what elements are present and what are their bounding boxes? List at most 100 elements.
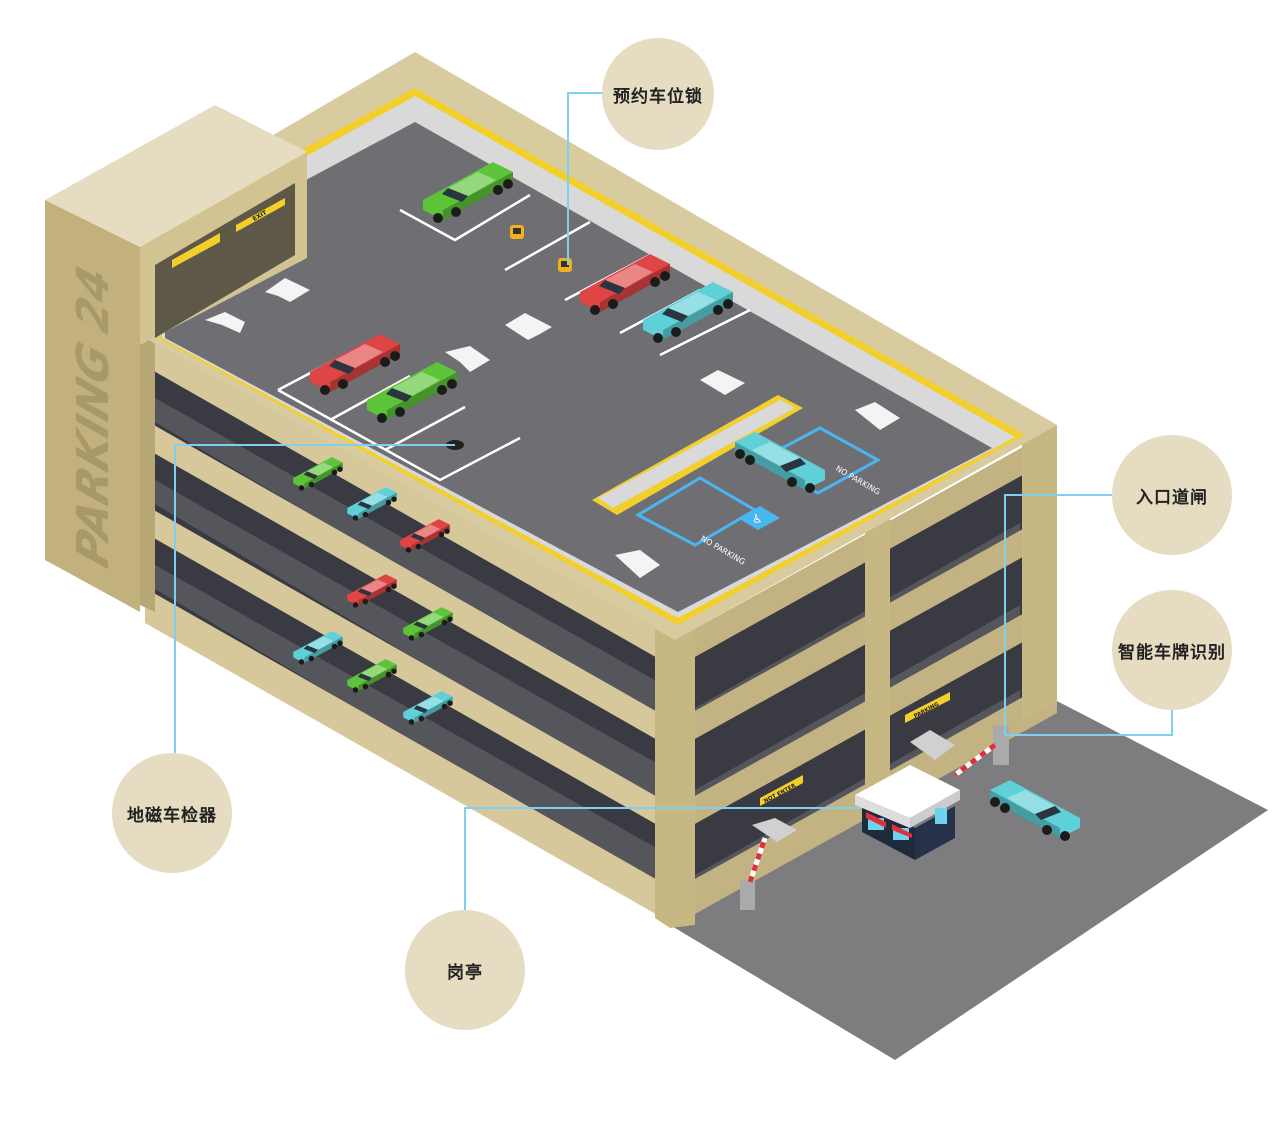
car-body (735, 432, 825, 490)
floor-slab (145, 338, 675, 668)
car-side (304, 636, 343, 663)
wheel (405, 547, 412, 553)
wheel (385, 499, 392, 506)
wheel (385, 671, 392, 678)
wheel (390, 351, 400, 361)
wheel (441, 703, 448, 710)
callout-label: 预约车位锁 (613, 86, 703, 107)
car-windshield (303, 471, 318, 480)
wheel (1060, 831, 1070, 841)
wheel (308, 655, 315, 662)
car-side (443, 172, 513, 220)
wheel (352, 687, 359, 693)
car-windshield (303, 645, 318, 654)
wheel (415, 543, 422, 550)
wheel (320, 385, 330, 395)
car-side (411, 524, 450, 551)
car-windshield (413, 621, 428, 630)
car-windshield (410, 533, 425, 542)
floor-slab (145, 420, 675, 750)
arrow-icon (205, 312, 245, 333)
arrow-icon (265, 278, 310, 302)
car (580, 254, 670, 315)
wheel (650, 277, 660, 287)
hanging-sign (172, 233, 220, 268)
wheel (362, 511, 369, 518)
wheel (380, 357, 390, 367)
wheel (377, 413, 387, 423)
car (310, 334, 400, 395)
car-body (580, 254, 670, 312)
wheel (437, 385, 447, 395)
car-windshield (357, 501, 372, 510)
wheel (447, 379, 457, 389)
callout-label: 岗亭 (447, 962, 483, 983)
arrow-icon (700, 370, 745, 395)
car (990, 780, 1080, 841)
car-roof (361, 664, 388, 678)
wheel (298, 659, 305, 665)
wheel (1042, 825, 1052, 835)
wheel (391, 583, 397, 589)
car (735, 432, 825, 493)
wheel (787, 477, 797, 487)
stair-tower-side (45, 200, 140, 612)
car-windshield (357, 673, 372, 682)
arrow-icon (445, 346, 490, 372)
wheel (447, 700, 453, 706)
car-body (403, 691, 453, 723)
wheel (337, 640, 343, 646)
right-end-column (1022, 425, 1057, 720)
car (293, 457, 343, 491)
wheel (391, 668, 397, 674)
wheel (395, 407, 405, 417)
wheel (451, 207, 461, 217)
car-side (358, 579, 397, 606)
car-roof (414, 524, 441, 538)
accessible-symbol: ♿ (738, 506, 780, 530)
car-body (293, 457, 343, 489)
wheel (385, 586, 392, 593)
parking-lock (558, 258, 572, 272)
wheel (408, 719, 415, 725)
car-roof (361, 579, 388, 593)
car-roof (448, 172, 496, 196)
wheel (331, 643, 338, 650)
callout-plate-recognition: 智能车牌识别 (1112, 590, 1232, 710)
wheel (438, 531, 445, 538)
wheel (337, 466, 343, 472)
leader-lines (174, 92, 1173, 910)
car-roof (605, 264, 653, 288)
car-body (403, 607, 453, 639)
wheel (391, 496, 397, 502)
car (403, 691, 453, 725)
wheel (352, 602, 359, 608)
roof-asphalt (165, 122, 992, 612)
car-windshield (442, 188, 468, 202)
roof-arrows (205, 278, 955, 842)
floor-slab (145, 588, 675, 925)
car-windshield (780, 458, 806, 472)
wheel (735, 449, 745, 459)
wheel (444, 528, 450, 534)
car-roof (307, 462, 334, 476)
car (347, 487, 397, 521)
car-roof (1007, 790, 1055, 814)
car-body (643, 282, 733, 340)
car-roof (307, 636, 334, 650)
stair-tower-top (45, 105, 307, 247)
wheel (418, 631, 425, 638)
arrow-icon (910, 730, 955, 760)
wheel (745, 455, 755, 465)
car-roof (417, 612, 444, 626)
wheel (990, 797, 1000, 807)
car (367, 362, 457, 423)
callout-geomagnetic-detector: 地磁车检器 (112, 753, 232, 873)
car-body (310, 334, 400, 392)
car-body (990, 780, 1080, 838)
wheel (331, 469, 338, 476)
callout-guard-booth: 岗亭 (405, 910, 525, 1030)
wheel (653, 333, 663, 343)
corner-column (655, 628, 695, 928)
